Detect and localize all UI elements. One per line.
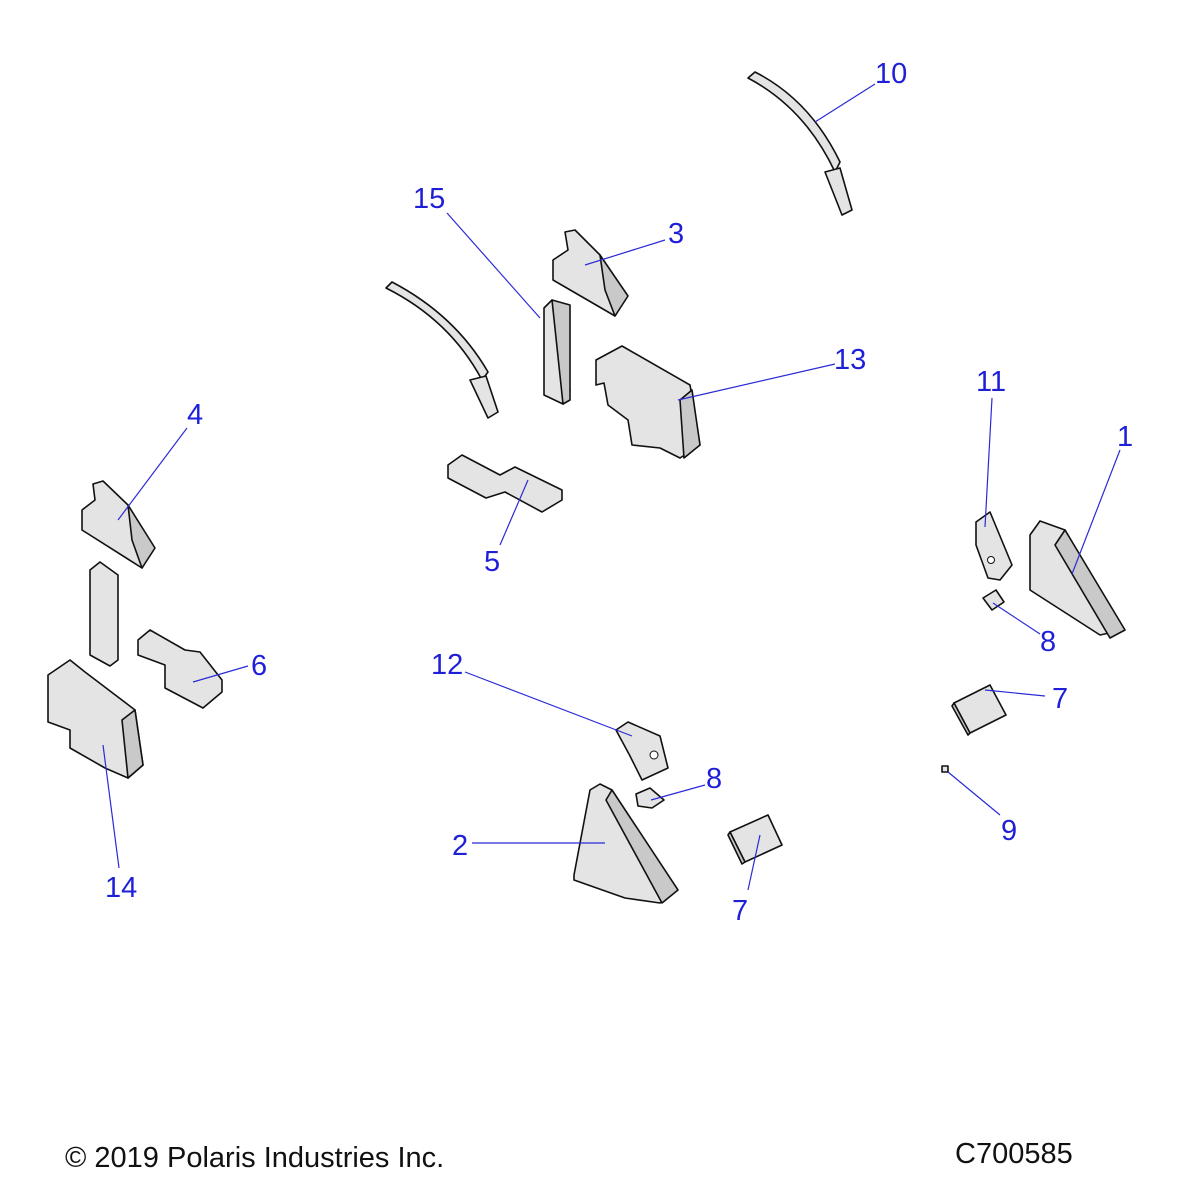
callout-13: 13 [834, 344, 866, 376]
part-4-block[interactable] [81, 480, 156, 569]
part-7-pad-right[interactable] [951, 684, 1007, 736]
callout-11: 11 [976, 366, 1006, 398]
part-7-pad-center[interactable] [727, 814, 783, 865]
callout-4: 4 [187, 399, 203, 431]
callout-12: 12 [431, 649, 463, 681]
callout-1: 1 [1117, 421, 1133, 453]
callout-7-right: 7 [1052, 683, 1068, 715]
part-8-clip-right[interactable] [982, 589, 1005, 611]
diagram-id: C700585 [955, 1138, 1073, 1170]
part-8-clip-center[interactable] [635, 787, 665, 809]
part-13-block[interactable] [595, 345, 701, 459]
callout-6: 6 [251, 650, 267, 682]
callout-15: 15 [413, 183, 445, 215]
callout-2: 2 [452, 830, 468, 862]
copyright-text: © 2019 Polaris Industries Inc. [65, 1142, 445, 1174]
part-15-bar[interactable] [543, 299, 571, 405]
part-2-triangle[interactable] [573, 783, 679, 904]
part-15-curved-strip[interactable] [385, 281, 499, 419]
part-6-block[interactable] [137, 629, 223, 709]
part-bar-left[interactable] [89, 561, 119, 667]
part-9-screw[interactable] [941, 765, 949, 773]
leader-lines [102, 83, 1121, 891]
part-10-curved-strip[interactable] [747, 71, 853, 216]
callout-8-right: 8 [1040, 626, 1056, 658]
callout-14: 14 [105, 872, 137, 904]
callout-8-center: 8 [706, 763, 722, 795]
part-1-triangle[interactable] [1029, 520, 1126, 639]
part-11-bracket[interactable] [975, 511, 1013, 581]
callout-9: 9 [1001, 815, 1017, 847]
callout-7-center: 7 [732, 895, 748, 927]
part-14-block[interactable] [47, 659, 144, 779]
part-12-bracket[interactable] [615, 721, 669, 781]
callout-5: 5 [484, 546, 500, 578]
callout-10: 10 [875, 58, 907, 90]
callout-3: 3 [668, 218, 684, 250]
part-5-block[interactable] [447, 454, 563, 513]
part-3-block[interactable] [552, 229, 629, 317]
